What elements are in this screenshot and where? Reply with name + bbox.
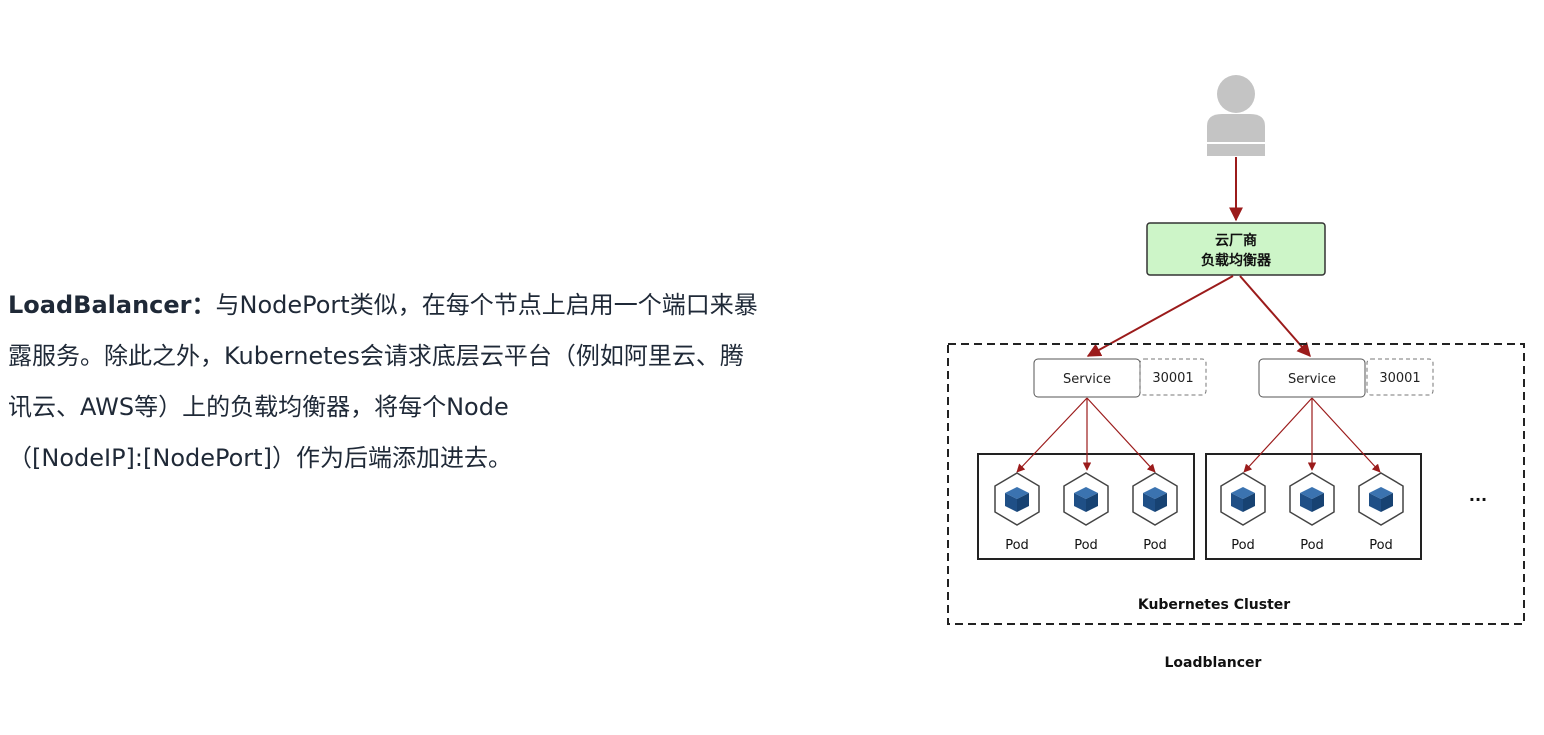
pod-cube-icon — [994, 472, 1040, 526]
service-2: Service 30001 — [1258, 358, 1434, 398]
service-1-pod-arrows — [1016, 397, 1156, 473]
description-text: LoadBalancer：与NodePort类似，在每个节点上启用一个端口来暴 … — [8, 280, 838, 484]
description-line-1: LoadBalancer：与NodePort类似，在每个节点上启用一个端口来暴 — [8, 291, 758, 319]
service-2-port: 30001 — [1379, 371, 1420, 386]
arrow-lb-to-service-2 — [1239, 275, 1311, 358]
lb-label-line2: 负载均衡器 — [1201, 252, 1272, 269]
svg-text:Pod: Pod — [1231, 538, 1255, 553]
service-2-label: Service — [1288, 372, 1336, 387]
term-loadbalancer: LoadBalancer： — [8, 291, 216, 319]
pod-3: Pod — [1132, 472, 1178, 553]
svg-text:Pod: Pod — [1369, 538, 1393, 553]
pod-cube-icon — [1220, 472, 1266, 526]
cluster-label: Kubernetes Cluster — [1138, 597, 1290, 613]
pod-6: Pod — [1358, 472, 1404, 553]
svg-text:Pod: Pod — [1143, 538, 1167, 553]
description-line-4: （[NodeIP]:[NodePort]）作为后端添加进去。 — [8, 444, 512, 472]
pod-5: Pod — [1289, 472, 1335, 553]
service-2-pod-arrows — [1243, 397, 1381, 473]
pod-2: Pod — [1063, 472, 1109, 553]
svg-text:Pod: Pod — [1300, 538, 1324, 553]
service-1: Service 30001 — [1033, 358, 1207, 398]
pod-cube-icon — [1063, 472, 1109, 526]
pod-cube-icon — [1289, 472, 1335, 526]
pod-1: Pod — [994, 472, 1040, 553]
lb-label-line1: 云厂商 — [1215, 232, 1257, 249]
kubernetes-cluster-boundary — [947, 343, 1525, 625]
node-1-box — [977, 453, 1195, 560]
node-2-box — [1205, 453, 1422, 560]
pod-4: Pod — [1220, 472, 1266, 553]
svg-text:Pod: Pod — [1005, 538, 1029, 553]
pod-cube-icon — [1132, 472, 1178, 526]
more-nodes-ellipsis: ... — [1469, 486, 1487, 505]
description-line-2: 露服务。除此之外，Kubernetes会请求底层云平台（例如阿里云、腾 — [8, 342, 744, 370]
arrow-lb-to-service-1 — [1086, 275, 1234, 357]
pod-cube-icon — [1358, 472, 1404, 526]
cloud-load-balancer: 云厂商 负载均衡器 — [1146, 222, 1326, 276]
service-1-port: 30001 — [1152, 371, 1193, 386]
diagram-caption: Loadblancer — [1165, 655, 1262, 671]
description-line-3: 讯云、AWS等）上的负载均衡器，将每个Node — [8, 393, 509, 421]
svg-text:Pod: Pod — [1074, 538, 1098, 553]
user-icon — [1207, 75, 1265, 156]
service-1-label: Service — [1063, 372, 1111, 387]
